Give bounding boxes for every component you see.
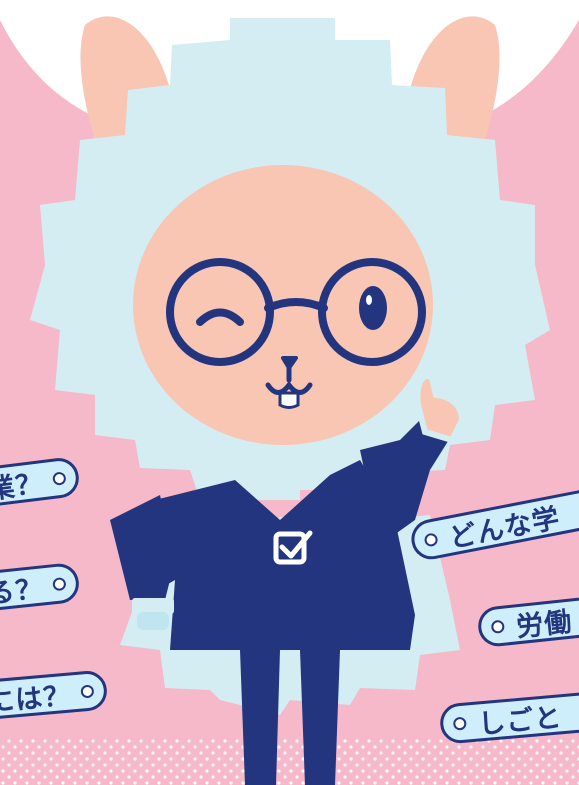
sweater bbox=[120, 460, 415, 650]
tag-hole bbox=[52, 576, 67, 591]
left-leg bbox=[240, 650, 280, 785]
tag-right-2-text: 労働 bbox=[514, 606, 574, 643]
tag-hole bbox=[490, 619, 505, 634]
pointing-hand bbox=[414, 373, 466, 444]
nose bbox=[281, 356, 298, 370]
left-arm bbox=[110, 495, 175, 600]
glasses-left-lens bbox=[166, 258, 274, 366]
tag-left-2-text: る？ bbox=[0, 572, 45, 610]
tag-left-3-text: には？ bbox=[0, 679, 73, 719]
right-leg bbox=[300, 650, 340, 785]
glasses-bridge bbox=[264, 298, 328, 312]
open-eye bbox=[359, 286, 387, 330]
mouth bbox=[265, 380, 313, 395]
glasses-right-lens bbox=[318, 258, 426, 366]
tag-hole bbox=[52, 470, 67, 486]
tag-hole bbox=[452, 716, 467, 731]
tag-left-1-text: 業？ bbox=[0, 467, 46, 506]
tag-right-3-text: しごと bbox=[477, 701, 564, 740]
left-hand bbox=[137, 612, 169, 630]
tag-hole bbox=[80, 683, 95, 699]
dotted-band bbox=[0, 738, 579, 785]
checkbox-check-icon bbox=[273, 530, 313, 565]
tag-hole bbox=[423, 531, 439, 547]
left-cuff bbox=[132, 598, 174, 614]
wink-eye bbox=[196, 308, 244, 326]
